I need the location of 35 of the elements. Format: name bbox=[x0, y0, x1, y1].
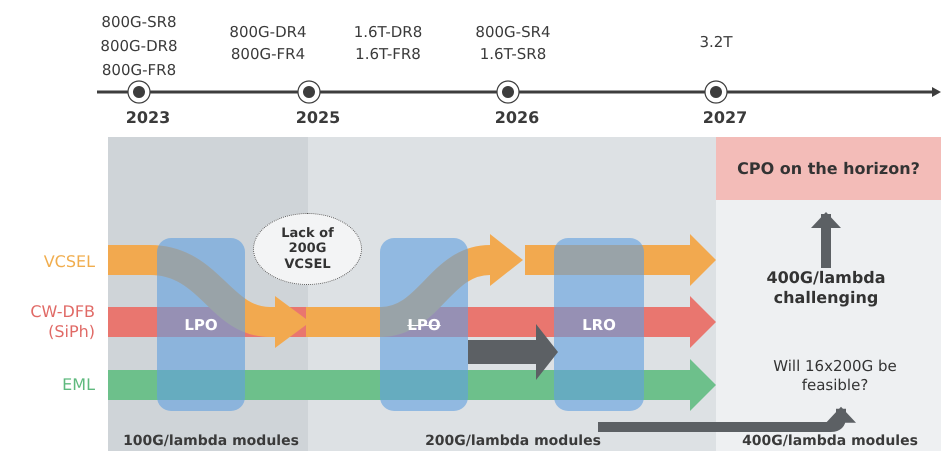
arrow bbox=[598, 406, 856, 432]
callout-text: CPO on the horizon? bbox=[736, 158, 921, 178]
period-title: 200G/lambda modules bbox=[424, 433, 602, 449]
product-label: 800G-FR4 bbox=[230, 45, 306, 63]
product-label: 3.2T bbox=[699, 33, 733, 51]
lane-label: CW-DFB (SiPh) bbox=[29, 302, 95, 342]
arrow bbox=[468, 324, 558, 380]
product-label: 800G-DR8 bbox=[100, 37, 178, 55]
product-label: 1.6T-DR8 bbox=[354, 23, 422, 41]
year-label: 2025 bbox=[296, 108, 340, 126]
product-label: 800G-SR4 bbox=[475, 23, 551, 41]
lane-label: EML bbox=[61, 375, 95, 395]
period-title: 400G/lambda modules bbox=[741, 433, 919, 449]
lane-label: VCSEL bbox=[42, 252, 95, 272]
note-text: Will 16x200G be feasible? bbox=[772, 357, 898, 395]
product-label: 800G-SR8 bbox=[101, 13, 177, 31]
note-text: 400G/lambda challenging bbox=[765, 268, 887, 308]
module-box bbox=[380, 238, 468, 411]
module-box bbox=[157, 238, 245, 411]
year-label: 2023 bbox=[126, 108, 170, 126]
period-band bbox=[716, 137, 941, 451]
product-label: 1.6T-SR8 bbox=[480, 45, 546, 63]
product-label: 800G-DR4 bbox=[229, 23, 307, 41]
product-label: 800G-FR8 bbox=[102, 61, 176, 79]
callout-box bbox=[716, 137, 941, 200]
arrow bbox=[811, 212, 841, 268]
module-name: LPO bbox=[184, 316, 218, 334]
module-name: LPO bbox=[407, 316, 441, 334]
year-label: 2027 bbox=[702, 108, 748, 126]
module-box bbox=[554, 238, 644, 411]
year-label: 2026 bbox=[494, 108, 540, 126]
note-text: Lack of 200G VCSEL bbox=[280, 226, 335, 272]
product-label: 1.6T-FR8 bbox=[355, 45, 421, 63]
module-name: LRO bbox=[582, 316, 616, 334]
period-title: 100G/lambda modules bbox=[122, 433, 300, 449]
